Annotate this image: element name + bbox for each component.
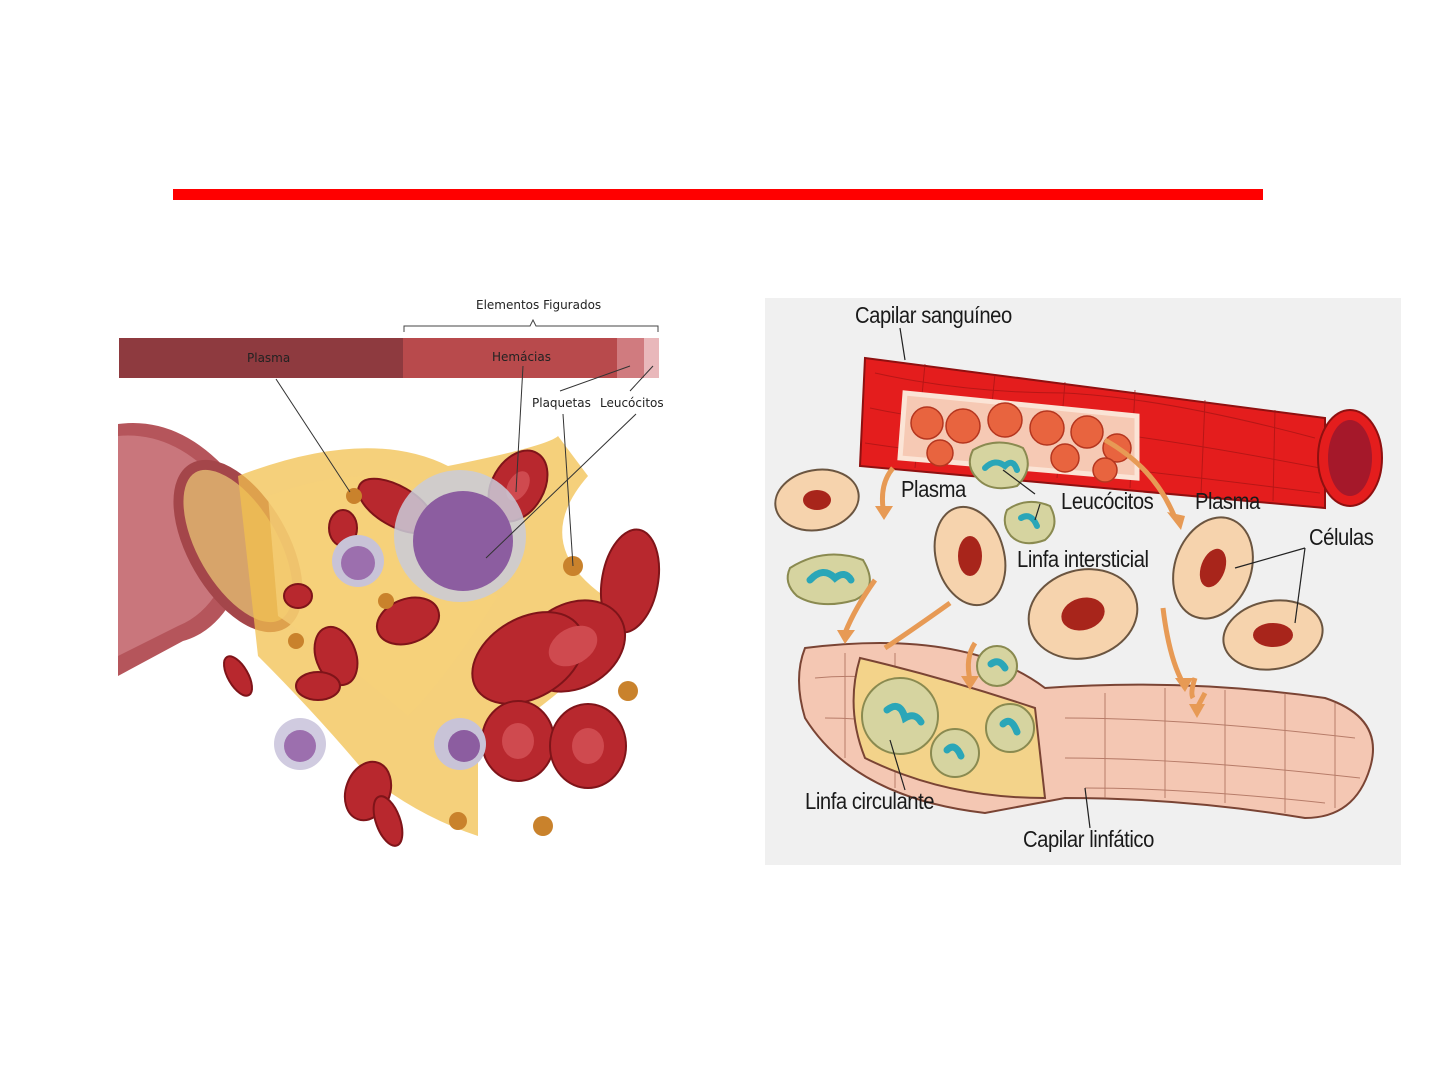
capilar-linfatico-label: Capilar linfático [1023, 826, 1154, 853]
linfa-circulante-label: Linfa circulante [805, 788, 934, 815]
celulas-label: Células [1309, 524, 1373, 551]
leucocitos-label: Leucócitos [600, 396, 664, 410]
plasma-right-label: Plasma [1195, 488, 1260, 515]
plaquetas-segment [617, 338, 644, 378]
plasma-bar-label: Plasma [247, 351, 290, 365]
leucocitos-segment [644, 338, 659, 378]
leucocitos-label: Leucócitos [1061, 488, 1153, 515]
lymph-formation-illustration [765, 298, 1401, 865]
hemacias-bar-label: Hemácias [492, 350, 551, 364]
plaquetas-label: Plaquetas [532, 396, 591, 410]
linfa-intersticial-label: Linfa intersticial [1017, 546, 1149, 573]
plasma-left-label: Plasma [901, 476, 966, 503]
blood-composition-figure: Elementos Figurados Plasma Hemácias Plaq… [118, 296, 663, 861]
capilar-sanguineo-label: Capilar sanguíneo [855, 302, 1012, 329]
title-divider [173, 189, 1263, 200]
blood-composition-illustration [118, 296, 663, 861]
elementos-figurados-label: Elementos Figurados [476, 298, 601, 312]
lymph-formation-figure: Capilar sanguíneo Plasma Leucócitos Plas… [765, 298, 1401, 865]
